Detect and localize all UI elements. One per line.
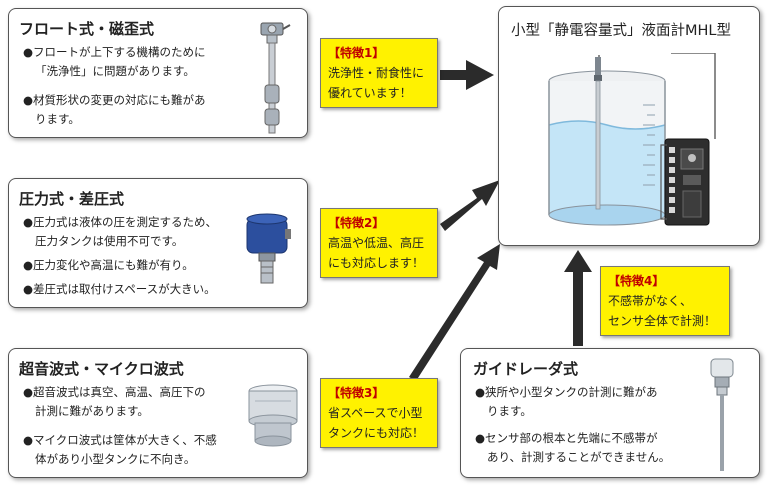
pressure-method-panel: 圧力式・差圧式 ●圧力式は液体の圧を測定するため、 圧力タンクは使用不可です。 … [8,178,308,308]
float-method-panel: フロート式・磁歪式 ●フロートが上下する機構のために 「洗浄性」に問題があります… [8,8,308,138]
bullet-item: ●圧力式は液体の圧を測定するため、 圧力タンクは使用不可です。 [23,215,218,248]
bullet-item: ●センサ部の根本と先端に不感帯が あり、計測することができません。 [475,431,671,464]
feature-callout-2: 【特徴2】 高温や低温、高圧 にも対応します！ [320,208,438,278]
bullet-item: ●差圧式は取付けスペースが大きい。 [23,282,216,296]
panel-title: ガイドレーダ式 [473,360,579,378]
arrow-feature-3 [409,244,500,381]
controller-unit-icon [660,53,716,226]
panel-title: フロート式・磁歪式 [19,20,155,38]
arrow-feature-1 [440,60,494,90]
panel-title: 超音波式・マイクロ波式 [19,360,184,378]
bullet-item: ●超音波式は真空、高温、高圧下の 計測に難があります。 [23,385,206,418]
product-panel: 小型「静電容量式」液面計MHL型 [498,6,760,246]
arrow-feature-2 [440,180,500,231]
feature-callout-4: 【特徴4】 不感帯がなく、 センサ全体で計測！ [600,266,730,336]
arrow-feature-4 [564,250,592,346]
panel-title: 圧力式・差圧式 [19,190,125,208]
bullet-item: ●圧力変化や高温にも難が有り。 [23,258,194,272]
feature-callout-1: 【特徴1】 洗浄性・耐食性に 優れています！ [320,38,438,108]
bullet-item: ●材質形状の変更の対応にも難があ ります。 [23,93,206,126]
float-sensor-icon [260,22,291,134]
ultrasonic-method-panel: 超音波式・マイクロ波式 ●超音波式は真空、高温、高圧下の 計測に難があります。 … [8,348,308,478]
pressure-sensor-icon [246,213,291,284]
capacitive-tank-icon [548,55,666,226]
product-title: 小型「静電容量式」液面計MHL型 [511,23,731,39]
guided-radar-method-panel: ガイドレーダ式 ●狭所や小型タンクの計測に難があ ります。 ●センサ部の根本と先… [460,348,760,478]
bullet-item: ●狭所や小型タンクの計測に難があ ります。 [475,385,658,418]
guided-radar-sensor-icon [710,358,734,471]
ultrasonic-sensor-icon [248,384,298,447]
bullet-item: ●フロートが上下する機構のために 「洗浄性」に問題があります。 [23,45,206,78]
bullet-item: ●マイクロ波式は筐体が大きく、不感 体があり小型タンクに不向き。 [23,433,217,466]
feature-callout-3: 【特徴3】 省スペースで小型 タンクにも対応！ [320,378,438,448]
